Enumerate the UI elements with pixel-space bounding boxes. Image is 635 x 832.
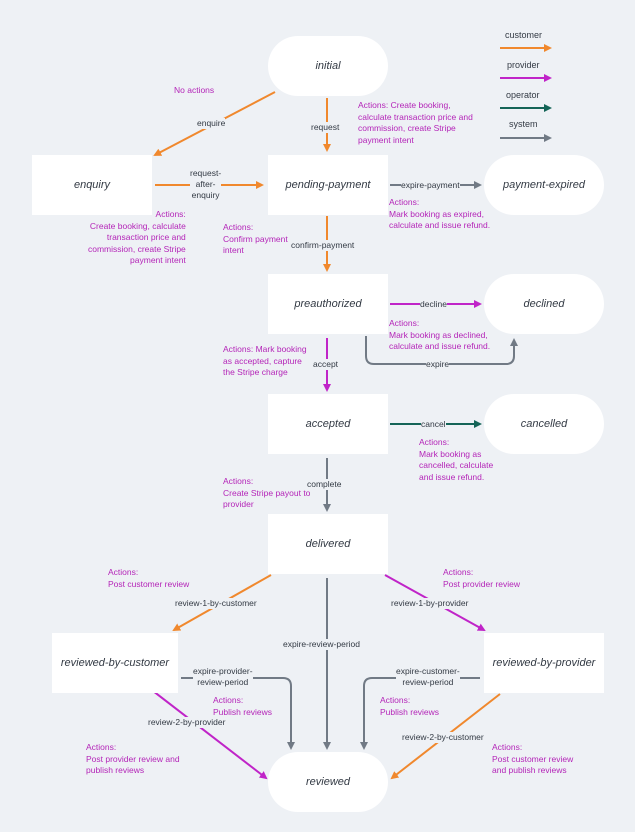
transition-label-expire-payment: expire-payment [401, 180, 460, 191]
transition-label-expire-provider-review-period: expire-provider- review-period [193, 666, 253, 688]
transition-label-confirm-payment: confirm-payment [291, 240, 355, 251]
state-declined: declined [484, 274, 604, 334]
action-note-cancel: Actions: Mark booking as cancelled, calc… [419, 437, 494, 482]
action-note-review-2-by-customer: Actions: Post customer review and publis… [492, 742, 574, 775]
state-cancelled: cancelled [484, 394, 604, 454]
state-reviewed-by-customer: reviewed-by-customer [52, 633, 178, 693]
state-accepted: accepted [268, 394, 388, 454]
transition-label-decline: decline [420, 299, 447, 310]
action-note-expire-payment: Actions: Mark booking as expired, calcul… [389, 197, 491, 230]
legend-operator: operator [506, 90, 540, 100]
state-delivered: delivered [268, 514, 388, 574]
action-note-review-1-by-customer: Actions: Post customer review [108, 567, 190, 589]
legend-provider: provider [507, 60, 540, 70]
state-reviewed-by-provider: reviewed-by-provider [484, 633, 604, 693]
transition-label-expire-review-period: expire-review-period [283, 639, 361, 650]
transition-label-request: request [311, 122, 340, 133]
state-reviewed: reviewed [268, 752, 388, 812]
expire-customer-review-period-arrow [360, 677, 480, 750]
state-initial: initial [268, 36, 388, 96]
state-enquiry: enquiry [32, 155, 152, 215]
action-note-accept: Actions: Mark booking as accepted, captu… [223, 344, 307, 377]
action-note-confirm-payment: Actions: Confirm payment intent [223, 222, 288, 255]
action-note-review-1-by-provider: Actions: Post provider review [443, 567, 521, 589]
transition-label-review-1-by-customer: review-1-by-customer [175, 598, 257, 609]
action-note-publish-left: Actions: Publish reviews [213, 695, 273, 717]
transition-label-cancel: cancel [421, 419, 446, 430]
transition-label-enquire: enquire [197, 118, 226, 129]
action-note-complete: Actions: Create Stripe payout to provide… [223, 476, 311, 509]
transition-label-accept: accept [313, 359, 339, 370]
state-preauthorized: preauthorized [268, 274, 388, 334]
transition-label-request-after-enquiry: request- after- enquiry [190, 168, 222, 201]
action-note-no-actions: No actions [174, 85, 215, 95]
transition-label-review-2-by-customer: review-2-by-customer [402, 732, 484, 743]
transition-label-expire: expire [426, 359, 450, 370]
state-payment-expired: payment-expired [484, 155, 604, 215]
transition-label-review-2-by-provider: review-2-by-provider [148, 717, 226, 728]
legend-system: system [509, 119, 538, 129]
action-note-decline: Actions: Mark booking as declined, calcu… [389, 318, 491, 351]
action-note-request: Actions: Create booking, calculate trans… [358, 100, 473, 145]
action-note-review-2-by-provider: Actions: Post provider review and publis… [86, 742, 180, 775]
transition-label-review-1-by-provider: review-1-by-provider [391, 598, 469, 609]
transition-label-expire-customer-review-period: expire-customer- review-period [396, 666, 460, 688]
expire-provider-review-period-arrow [181, 677, 295, 750]
legend-customer: customer [505, 30, 543, 40]
state-pending-payment: pending-payment [268, 155, 388, 215]
transition-label-complete: complete [307, 479, 342, 490]
action-note-request-after-enquiry: Actions: Create booking, calculate trans… [88, 209, 186, 265]
action-note-publish-right: Actions: Publish reviews [380, 695, 440, 717]
